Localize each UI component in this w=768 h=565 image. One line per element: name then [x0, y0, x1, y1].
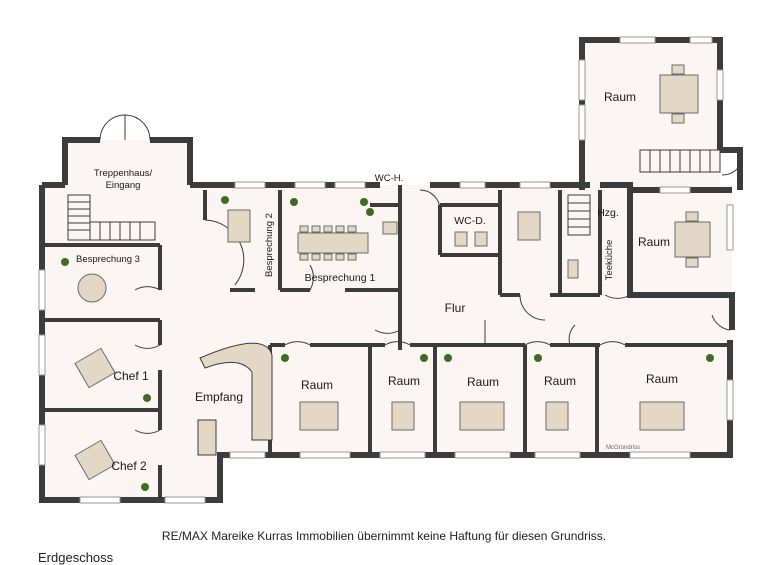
disclaimer: RE/MAX Mareike Kurras Immobilien übernim…: [161, 529, 607, 543]
label-besprechung-1: Besprechung 1: [305, 272, 376, 284]
label-raum-2: Raum: [388, 374, 420, 388]
windows: [38, 36, 734, 504]
label-chef-2: Chef 2: [111, 459, 147, 473]
watermark: McGrundriss: [606, 445, 640, 451]
furniture: [74, 64, 711, 481]
floor-name: Erdgeschoss: [38, 550, 114, 565]
label-raum-top: Raum: [604, 90, 636, 104]
label-treppenhaus-1: Treppenhaus/: [94, 168, 153, 179]
room-labels: Treppenhaus/ Eingang WC-H. WC-D. Besprec…: [76, 90, 678, 473]
desk-raum-5: [639, 401, 685, 431]
round-table: [77, 273, 107, 303]
label-raum-1: Raum: [301, 378, 333, 392]
label-raum-4: Raum: [544, 374, 576, 388]
label-hzg: Hzg.: [597, 207, 619, 219]
label-besprechung-2: Besprechung 2: [264, 213, 275, 277]
desk-raum-2: [391, 401, 415, 431]
label-besprechung-3: Besprechung 3: [76, 254, 140, 265]
desk-teekueche-room: [517, 211, 541, 241]
label-teekueche: Teeküche: [604, 240, 615, 281]
label-raum-5: Raum: [646, 372, 678, 386]
table-raum-top: [659, 74, 699, 114]
desk-raum-3: [459, 401, 505, 431]
label-wc-h: WC-H.: [375, 173, 404, 184]
inner-walls: [42, 185, 730, 500]
desk-chef-2: [74, 439, 116, 481]
label-treppenhaus-2: Eingang: [106, 180, 141, 191]
plants: [61, 196, 714, 491]
doors: [99, 114, 741, 434]
label-raum-right: Raum: [638, 235, 670, 249]
desk-chef-1: [74, 347, 116, 389]
table-besprechung-2: [227, 209, 251, 243]
desk-raum-1: [299, 401, 339, 431]
stairs-annex: [567, 149, 721, 236]
conference-table: [297, 232, 369, 254]
desk-raum-4: [545, 401, 569, 431]
label-wc-d: WC-D.: [454, 215, 486, 227]
floor-plan: Treppenhaus/ Eingang WC-H. WC-D. Besprec…: [38, 36, 743, 504]
label-chef-1: Chef 1: [113, 369, 149, 383]
label-empfang: Empfang: [195, 390, 243, 404]
label-raum-3: Raum: [467, 375, 499, 389]
table-raum-right: [674, 221, 711, 258]
label-flur: Flur: [445, 301, 466, 315]
stairs-entrance: [67, 194, 156, 241]
